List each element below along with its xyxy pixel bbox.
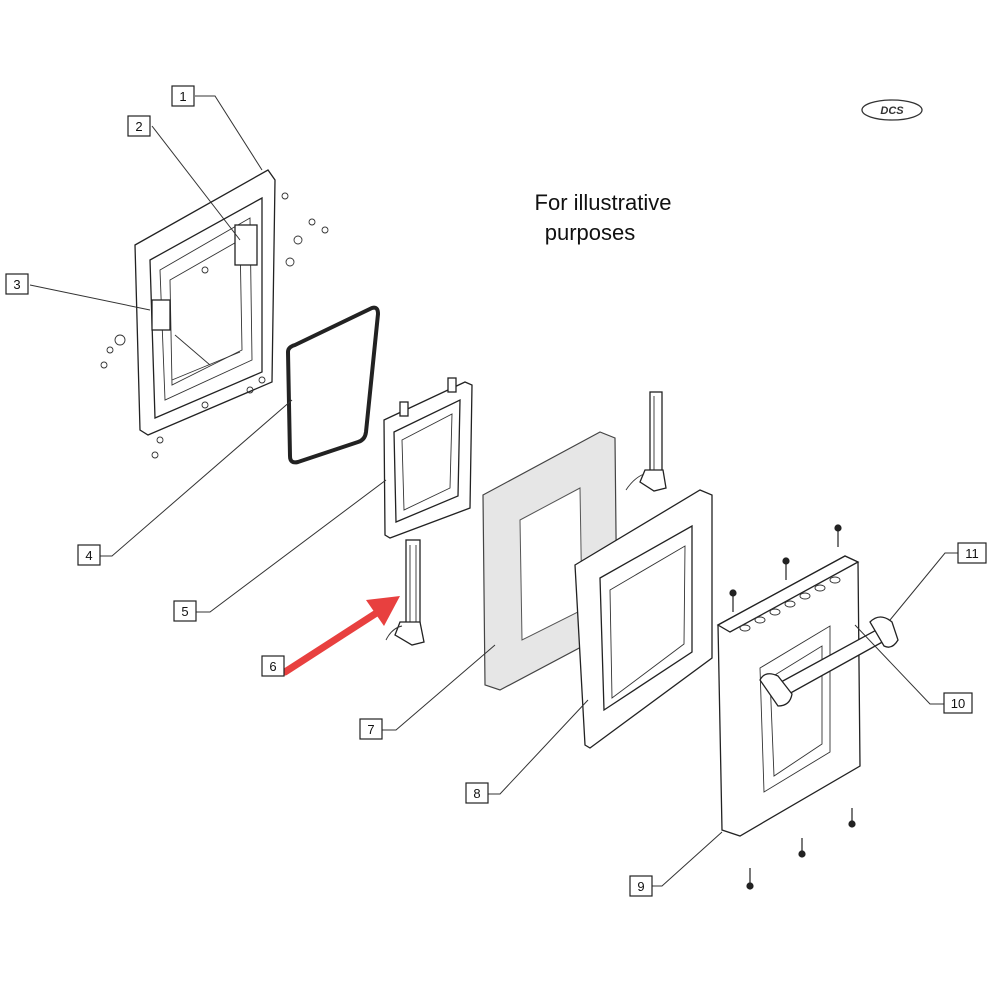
part-door-hinge-left	[385, 539, 425, 646]
callout-1: 1	[171, 85, 195, 107]
callout-7: 7	[359, 718, 383, 740]
callout-11: 11	[957, 542, 987, 564]
callout-2-label: 2	[135, 119, 142, 134]
caption-line-2: purposes	[545, 220, 636, 245]
highlight-arrow	[281, 596, 400, 676]
callout-3-label: 3	[13, 277, 20, 292]
callout-8-label: 8	[473, 786, 480, 801]
callout-1-label: 1	[179, 89, 186, 104]
callout-10: 10	[943, 692, 973, 714]
callout-3: 3	[5, 273, 29, 295]
callout-4-label: 4	[85, 548, 92, 563]
part-door-gasket	[285, 305, 381, 465]
caption-line-1: For illustrative	[535, 190, 672, 215]
callout-6-label: 6	[269, 659, 276, 674]
part-door-liner	[574, 489, 713, 749]
part-door-hinge-right	[625, 391, 667, 492]
callout-6: 6	[261, 655, 285, 677]
callout-2: 2	[127, 115, 151, 137]
dcs-logo: DCS	[861, 99, 923, 121]
part-outer-door	[716, 524, 861, 890]
callout-9: 9	[629, 875, 653, 897]
leader-lines	[29, 95, 958, 887]
callout-4: 4	[77, 544, 101, 566]
callout-10-label: 10	[951, 696, 965, 711]
callout-11-label: 11	[965, 546, 979, 561]
logo-text: DCS	[880, 105, 904, 117]
callout-7-label: 7	[367, 722, 374, 737]
callout-8: 8	[465, 782, 489, 804]
part-door-handle	[759, 616, 899, 707]
callout-5-label: 5	[181, 604, 188, 619]
part-inner-glass-frame	[383, 377, 473, 539]
part-inner-door-frame	[100, 169, 329, 459]
callout-5: 5	[173, 600, 197, 622]
callout-9-label: 9	[637, 879, 644, 894]
